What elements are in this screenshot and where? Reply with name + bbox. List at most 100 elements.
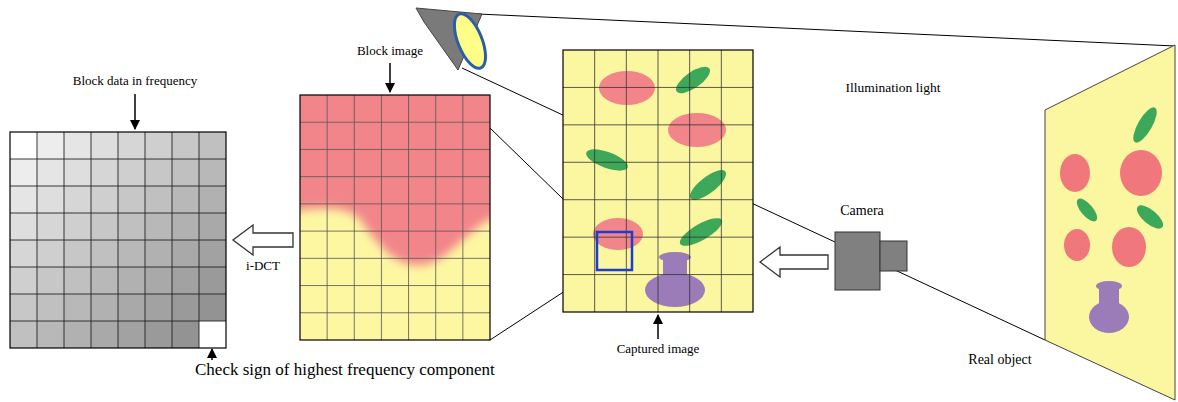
drawing-rect bbox=[64, 294, 91, 321]
drawing-rect bbox=[172, 132, 199, 159]
drawing-rect bbox=[37, 213, 64, 240]
drawing-rect bbox=[10, 186, 37, 213]
idct-arrow bbox=[233, 225, 293, 255]
lamp-lens bbox=[448, 10, 492, 73]
leader-arrow bbox=[657, 315, 659, 339]
drawing-line bbox=[354, 95, 355, 340]
captured-image-shape bbox=[563, 50, 753, 312]
drawing-line bbox=[563, 87, 753, 88]
drawing-line bbox=[10, 321, 226, 322]
drawing-rect bbox=[172, 321, 199, 348]
drawing-ellipse bbox=[584, 145, 631, 175]
drawing-ellipse bbox=[1133, 201, 1167, 232]
node-caption: Block image bbox=[357, 44, 423, 59]
drawing-rect bbox=[118, 213, 145, 240]
drawing-rect bbox=[37, 186, 64, 213]
drawing-rect bbox=[64, 159, 91, 186]
drawing-line bbox=[563, 162, 753, 163]
drawing-rect bbox=[37, 294, 64, 321]
drawing-rect bbox=[145, 213, 172, 240]
drawing-rect bbox=[172, 159, 199, 186]
drawing-polygon bbox=[1045, 45, 1175, 400]
drawing-line bbox=[10, 240, 226, 241]
leader-arrow bbox=[134, 94, 136, 129]
leader-arrow bbox=[211, 349, 213, 360]
drawing-line bbox=[721, 50, 722, 312]
drawing-line bbox=[381, 95, 382, 340]
drawing-rect bbox=[91, 240, 118, 267]
node-caption: Real object bbox=[968, 352, 1031, 368]
drawing-rect bbox=[172, 240, 199, 267]
drawing-ellipse bbox=[659, 252, 691, 262]
drawing-rect bbox=[118, 321, 145, 348]
node-caption: Camera bbox=[840, 203, 884, 219]
drawing-line bbox=[563, 124, 753, 125]
real-object: Real object bbox=[1045, 45, 1175, 400]
drawing-rect bbox=[172, 294, 199, 321]
drawing-line bbox=[327, 95, 328, 340]
drawing-line bbox=[300, 285, 490, 286]
drawing-line bbox=[462, 95, 463, 340]
drawing-rect bbox=[118, 132, 145, 159]
drawing-rect bbox=[91, 321, 118, 348]
drawing-rect bbox=[563, 50, 753, 312]
drawing-line bbox=[10, 186, 226, 187]
drawing-line bbox=[563, 237, 753, 238]
drawing-rect bbox=[300, 95, 490, 340]
drawing-line bbox=[300, 149, 490, 150]
drawing-line bbox=[300, 312, 490, 313]
drawing-ellipse bbox=[593, 218, 643, 250]
drawing-rect bbox=[118, 267, 145, 294]
drawing-rect bbox=[64, 240, 91, 267]
drawing-line bbox=[300, 122, 490, 123]
drawing-ellipse bbox=[599, 71, 655, 105]
drawing-ellipse bbox=[668, 113, 726, 147]
drawing-line bbox=[689, 50, 690, 312]
node-caption: Captured image bbox=[617, 342, 700, 357]
light-ray bbox=[478, 14, 1175, 46]
drawing-rect bbox=[172, 213, 199, 240]
drawing-rect bbox=[10, 132, 226, 348]
drawing-ellipse bbox=[1120, 150, 1162, 196]
drawing-ellipse bbox=[672, 62, 714, 98]
drawing-line bbox=[408, 95, 409, 340]
drawing-line bbox=[300, 258, 490, 259]
frequency-grid-shape bbox=[10, 132, 226, 348]
drawing-rect bbox=[10, 267, 37, 294]
drawing-line bbox=[300, 176, 490, 177]
drawing-line bbox=[300, 203, 490, 204]
block-image: Block image bbox=[300, 95, 490, 340]
drawing-rect bbox=[10, 159, 37, 186]
drawing-ellipse bbox=[1096, 281, 1122, 291]
drawing-g bbox=[584, 62, 731, 307]
capture-arrow bbox=[760, 247, 828, 277]
drawing-rect bbox=[91, 186, 118, 213]
drawing-line bbox=[10, 267, 226, 268]
drawing-rect bbox=[91, 132, 118, 159]
camera: Camera bbox=[835, 232, 908, 290]
drawing-rect bbox=[10, 294, 37, 321]
frequency-grid: Block data in frequency bbox=[10, 132, 226, 348]
drawing-line bbox=[10, 294, 226, 295]
camera-shape bbox=[835, 232, 908, 290]
drawing-rect bbox=[563, 50, 753, 312]
drawing-rect bbox=[172, 267, 199, 294]
drawing-rect bbox=[118, 294, 145, 321]
drawing-g bbox=[300, 95, 490, 265]
drawing-rect bbox=[37, 321, 64, 348]
drawing-rect bbox=[64, 132, 91, 159]
drawing-line bbox=[626, 50, 627, 312]
drawing-g bbox=[1060, 104, 1167, 333]
drawing-rect bbox=[64, 213, 91, 240]
drawing-rect bbox=[199, 213, 226, 240]
drawing-rect bbox=[199, 159, 226, 186]
drawing-ellipse bbox=[1112, 227, 1146, 267]
drawing-rect bbox=[64, 267, 91, 294]
drawing-rect bbox=[91, 213, 118, 240]
light-label: Illumination light bbox=[846, 80, 941, 96]
drawing-rect bbox=[118, 186, 145, 213]
drawing-rect bbox=[199, 294, 226, 321]
drawing-rect bbox=[10, 213, 37, 240]
drawing-rect bbox=[37, 267, 64, 294]
